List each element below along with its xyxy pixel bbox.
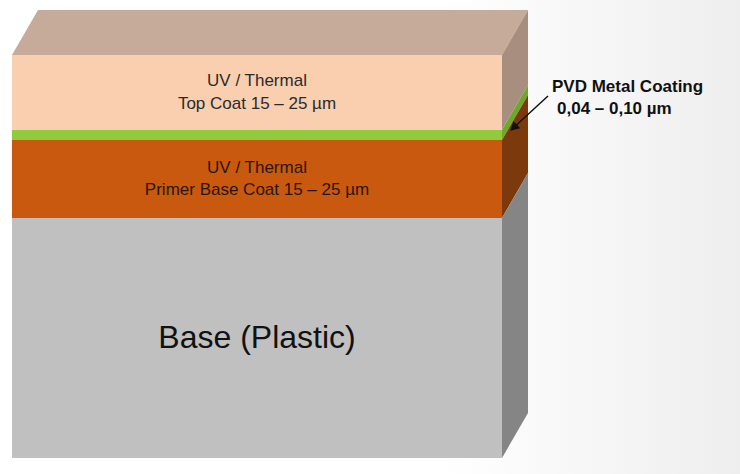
top-coat-front	[12, 55, 502, 130]
base-layer: Base (Plastic)	[12, 218, 502, 458]
leader-line	[511, 96, 548, 130]
layer-label: Top Coat 15 – 25 µm	[178, 93, 336, 115]
layer-label: UV / Thermal	[207, 70, 307, 92]
callout-label: 0,04 – 0,10 µm	[557, 98, 672, 119]
base-front	[12, 218, 502, 458]
top-face	[12, 10, 528, 55]
top-coat-layer: UV / ThermalTop Coat 15 – 25 µm	[12, 55, 502, 130]
primer-layer: UV / ThermalPrimer Base Coat 15 – 25 µm	[12, 140, 502, 218]
layer-label: Base (Plastic)	[158, 317, 355, 359]
callout-label: PVD Metal Coating	[552, 76, 703, 97]
layer-label: Primer Base Coat 15 – 25 µm	[145, 179, 369, 201]
layer-label: UV / Thermal	[207, 157, 307, 179]
pvd-layer-front	[12, 130, 502, 140]
primer-front	[12, 140, 502, 218]
base-side	[502, 173, 528, 458]
